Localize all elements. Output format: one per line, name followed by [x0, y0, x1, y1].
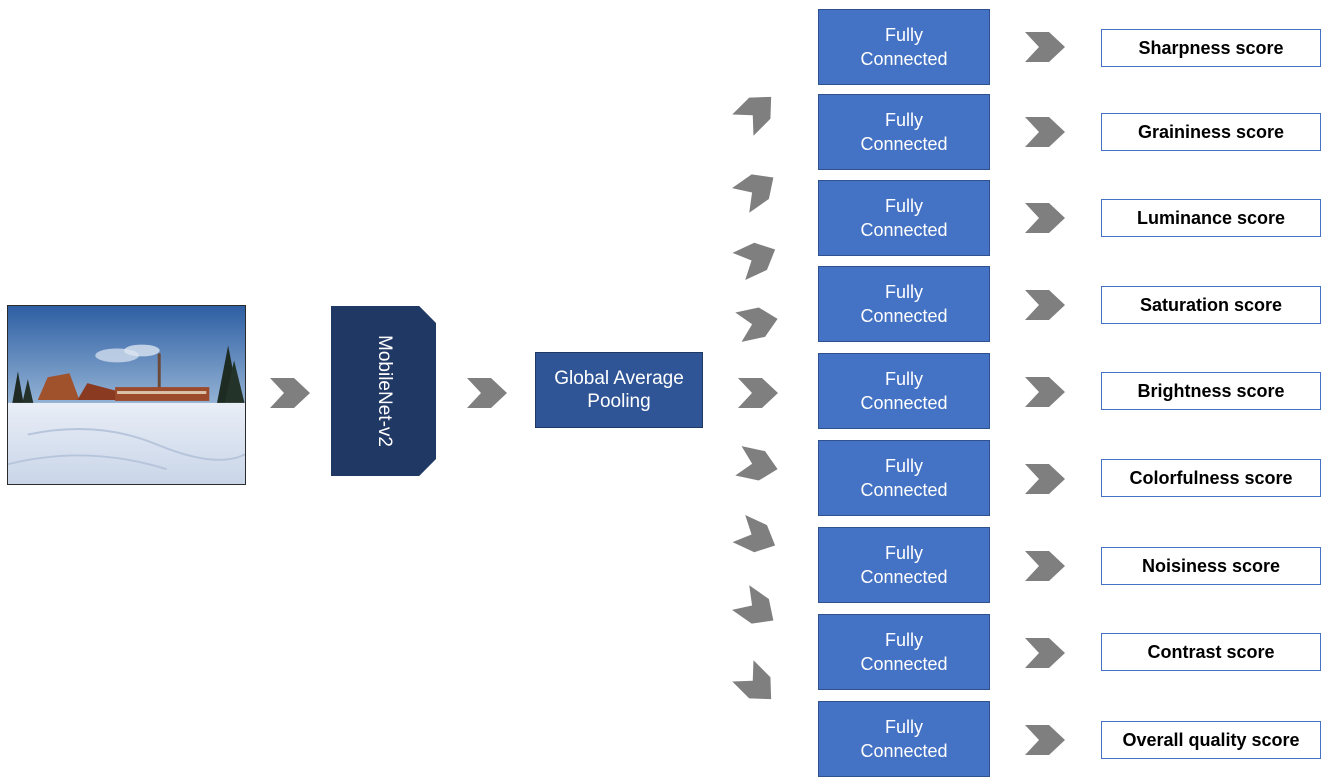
- fully-connected-block: Fully Connected: [818, 266, 990, 342]
- fc-label: Fully Connected: [860, 456, 948, 500]
- score-box: Noisiness score: [1101, 547, 1321, 585]
- score-box: Luminance score: [1101, 199, 1321, 237]
- arrow-icon: [1025, 464, 1065, 494]
- score-box: Overall quality score: [1101, 721, 1321, 759]
- arrow-icon: [1025, 32, 1065, 62]
- arrow-icon: [467, 378, 507, 408]
- score-box: Saturation score: [1101, 286, 1321, 324]
- pooling-label-line1: Global Average: [554, 368, 684, 389]
- arrow-icon: [1025, 377, 1065, 407]
- score-box: Colorfulness score: [1101, 459, 1321, 497]
- arrow-icon: [1025, 551, 1065, 581]
- arrow-icon: [270, 378, 310, 408]
- score-box: Contrast score: [1101, 633, 1321, 671]
- pooling-label-line2: Pooling: [587, 391, 651, 412]
- fc-label: Fully Connected: [860, 25, 948, 69]
- score-label: Saturation score: [1139, 294, 1283, 315]
- arrow-icon: [732, 585, 782, 633]
- fully-connected-block: Fully Connected: [818, 614, 990, 690]
- score-box: Sharpness score: [1101, 29, 1321, 67]
- fc-label: Fully Connected: [860, 717, 948, 761]
- fully-connected-block: Fully Connected: [818, 440, 990, 516]
- fully-connected-block: Fully Connected: [818, 94, 990, 170]
- fully-connected-block: Fully Connected: [818, 701, 990, 777]
- arrow-icon: [738, 378, 778, 408]
- score-box: Brightness score: [1101, 372, 1321, 410]
- arrow-icon: [735, 304, 780, 342]
- fully-connected-block: Fully Connected: [818, 180, 990, 256]
- score-label: Noisiness score: [1141, 555, 1281, 576]
- fc-label: Fully Connected: [860, 543, 948, 587]
- score-label: Sharpness score: [1138, 37, 1284, 58]
- fully-connected-block: Fully Connected: [818, 527, 990, 603]
- fc-label: Fully Connected: [860, 630, 948, 674]
- snowy-campus-photo: [8, 306, 245, 484]
- mobilenet-label: MobileNet-v2: [373, 335, 395, 447]
- score-label: Luminance score: [1136, 207, 1286, 228]
- global-average-pooling-block: Global Average Pooling: [535, 352, 703, 428]
- arrow-icon: [735, 446, 780, 484]
- fc-label: Fully Connected: [860, 369, 948, 413]
- score-label: Contrast score: [1147, 641, 1275, 662]
- arrow-icon: [732, 660, 781, 709]
- score-box: Graininess score: [1101, 113, 1321, 151]
- arrow-icon: [1025, 638, 1065, 668]
- input-image: [7, 305, 246, 485]
- arrow-icon: [1025, 117, 1065, 147]
- arrow-icon: [1025, 203, 1065, 233]
- score-label: Graininess score: [1137, 121, 1285, 142]
- score-label: Overall quality score: [1122, 729, 1300, 750]
- arrow-icon: [1025, 725, 1065, 755]
- fc-label: Fully Connected: [860, 110, 948, 154]
- arrow-icon: [732, 236, 782, 281]
- fc-label: Fully Connected: [860, 196, 948, 240]
- arrow-icon: [1025, 290, 1065, 320]
- fc-label: Fully Connected: [860, 282, 948, 326]
- mobilenet-v2-block: MobileNet-v2: [331, 306, 436, 476]
- arrow-icon: [732, 514, 782, 559]
- arrow-icon: [732, 86, 781, 136]
- score-label: Brightness score: [1137, 380, 1285, 401]
- arrow-icon: [732, 165, 782, 213]
- score-label: Colorfulness score: [1129, 467, 1293, 488]
- fully-connected-block: Fully Connected: [818, 9, 990, 85]
- fully-connected-block: Fully Connected: [818, 353, 990, 429]
